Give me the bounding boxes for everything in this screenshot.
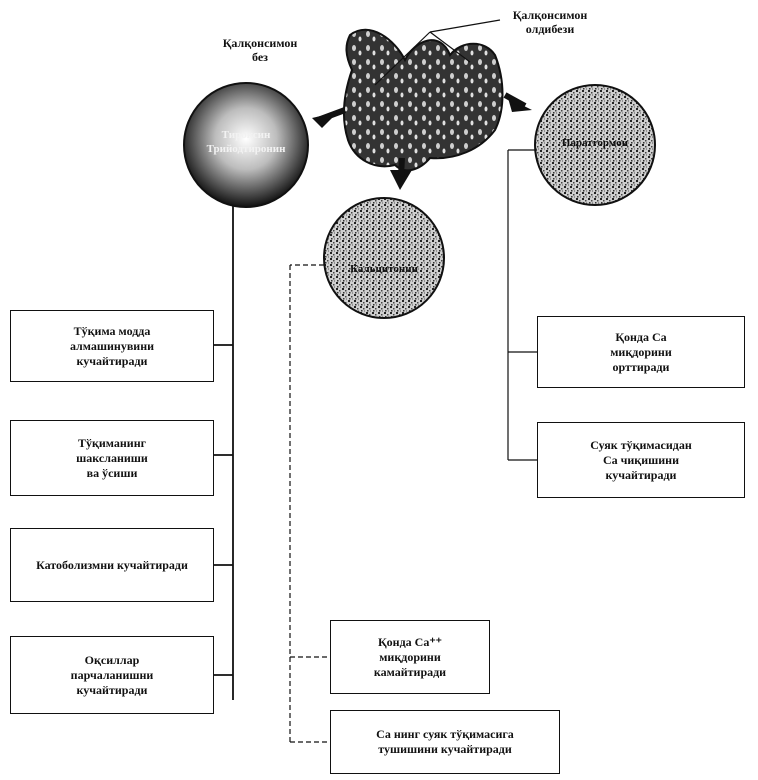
effect-box-catabolism: Катоболизмни кучайтиради [10,528,214,602]
thyroid-gland-label: Қалқонсимон без [222,36,298,64]
effect-box-ca-bone-deposit: Са нинг суяк тўқимасига тушишини кучайти… [330,710,560,774]
calcitonin-text: Кальцитонин [350,263,418,275]
thyroid-hormones-circle [183,82,309,208]
effect-box-metabolism: Тўқима модда алмашинувини кучайтиради [10,310,214,382]
effect-box-blood-ca-decrease: Қонда Са⁺⁺ миқдорини камайтиради [330,620,490,694]
arrow-down [390,170,412,190]
thyroid-hormones-text: Тироксин Трийодтиронин [206,129,286,155]
effect-box-ca-bone-release: Суяк тўқимасидан Са чиқишини кучайтиради [537,422,745,498]
effect-box-differentiation: Тўқиманинг шаксланиши ва ўсиши [10,420,214,496]
parathormone-text: Паратгормон [561,137,629,149]
effect-box-protein-breakdown: Оқсиллар парчаланишни кучайтиради [10,636,214,714]
calcitonin-circle [323,197,445,319]
thyroid-gland-shape [342,28,504,172]
effect-box-blood-ca-increase: Қонда Са миқдорини орттиради [537,316,745,388]
parathyroid-gland-label: Қалқонсимон олдибези [512,8,588,36]
parathormone-circle [534,84,656,206]
